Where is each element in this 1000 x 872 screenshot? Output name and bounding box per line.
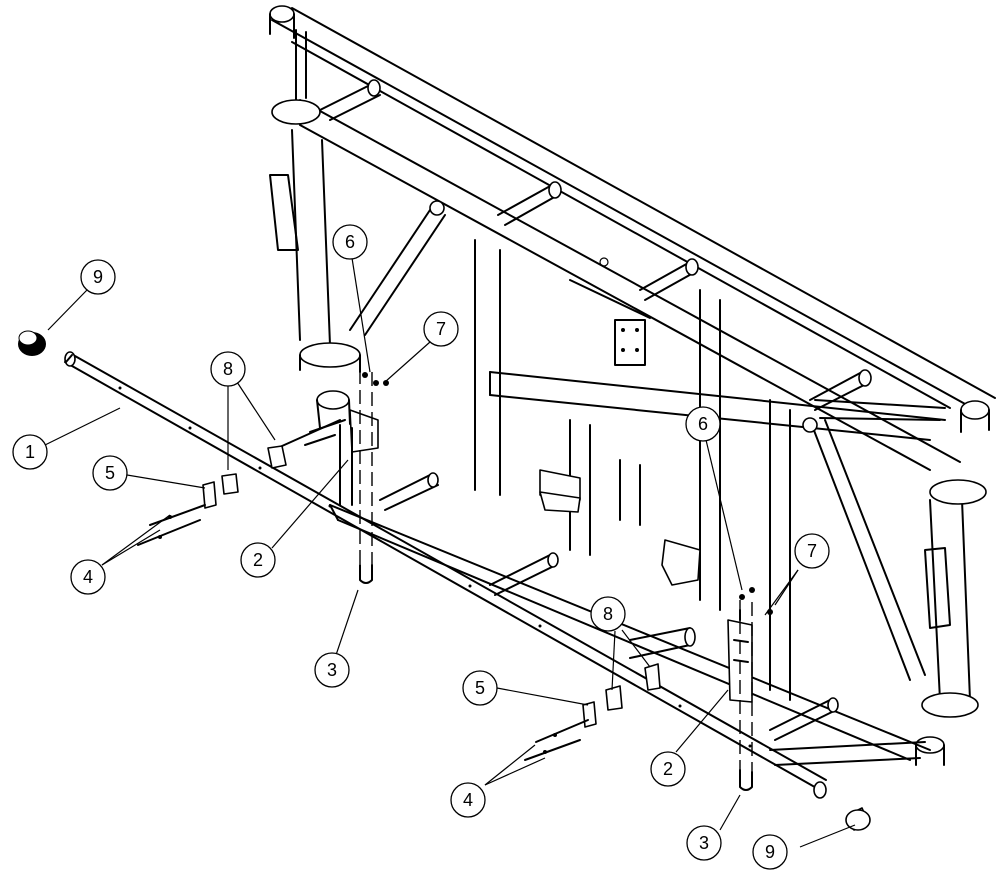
callout-label: 8 [223, 359, 233, 379]
callout-label: 7 [436, 319, 446, 339]
callout-9-top: 9 [80, 259, 116, 295]
callout-label: 4 [463, 790, 473, 810]
callout-5-right: 5 [462, 670, 498, 706]
callout-label: 7 [807, 541, 817, 561]
callout-6-left: 6 [332, 224, 368, 260]
main-tube-part-1 [64, 351, 827, 799]
pin-part-4-left [137, 504, 206, 546]
clip-part-5-left [202, 481, 217, 509]
callout-label: 1 [25, 442, 35, 462]
clip-part-5-right [582, 701, 597, 728]
callout-5-left: 5 [92, 455, 128, 491]
pin-part-4-right [524, 719, 589, 761]
callout-label: 8 [603, 604, 613, 624]
callout-6-right: 6 [685, 406, 721, 442]
callout-7-right: 7 [794, 533, 830, 569]
callout-label: 4 [83, 567, 93, 587]
clamp-part-8-right [605, 663, 661, 711]
callout-4-left: 4 [70, 559, 106, 595]
clamp-part-8-left [221, 419, 341, 495]
callout-label: 3 [327, 660, 337, 680]
callout-3-right: 3 [686, 825, 722, 861]
callout-2-left: 2 [240, 542, 276, 578]
callout-label: 9 [765, 842, 775, 862]
callout-label: 5 [475, 678, 485, 698]
callout-7-left: 7 [423, 311, 459, 347]
end-cap-part-9-top [18, 330, 46, 356]
callout-label: 6 [345, 232, 355, 252]
u-bolt-part-3-right [739, 600, 753, 791]
saddle-bracket-part-2-left [304, 390, 379, 506]
callout-1: 1 [12, 434, 48, 470]
callout-label: 5 [105, 463, 115, 483]
callout-label: 2 [663, 759, 673, 779]
callout-label: 3 [699, 833, 709, 853]
callout-4-right: 4 [450, 782, 486, 818]
callout-3-left: 3 [314, 652, 350, 688]
callout-label: 9 [93, 267, 103, 287]
main-frame [269, 5, 996, 766]
u-bolt-part-3-left [359, 370, 373, 584]
callout-8-right: 8 [590, 596, 626, 632]
bolts-part-6-7-left [362, 372, 389, 386]
callout-label: 6 [698, 414, 708, 434]
end-cap-part-9-bottom [845, 807, 871, 831]
callout-9-bottom: 9 [752, 834, 788, 870]
leader-lines [44, 257, 856, 848]
callout-2-right: 2 [650, 751, 686, 787]
callout-8-left: 8 [210, 351, 246, 387]
callout-label: 2 [253, 550, 263, 570]
